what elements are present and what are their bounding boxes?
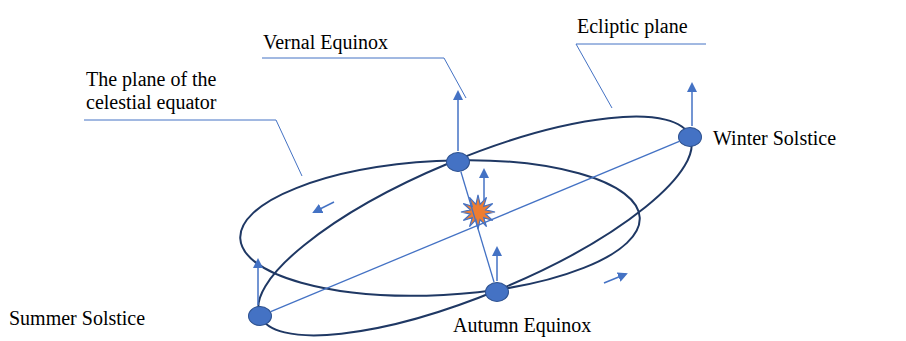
point-label: Winter Solstice (713, 127, 836, 150)
season-point: Winter Solstice (678, 127, 702, 147)
axis-arrow (457, 92, 459, 151)
leader-line (84, 120, 302, 176)
direction-arrow (314, 202, 334, 212)
point-label: Autumn Equinox (453, 314, 591, 337)
ecliptic-ellipse (234, 74, 716, 341)
direction-arrow (604, 274, 626, 283)
leader-line (262, 58, 466, 98)
season-point: Autumn Equinox (485, 282, 509, 302)
axis-arrow (483, 170, 485, 200)
axis-line (461, 172, 494, 283)
point-label: Summer Solstice (9, 307, 145, 330)
plane-label: Ecliptic plane (577, 15, 688, 38)
point-label: Vernal Equinox (263, 31, 388, 54)
axis-arrow (496, 248, 498, 281)
axis-arrow (691, 84, 693, 126)
axis-arrow (257, 260, 259, 305)
season-point: Summer Solstice (248, 306, 272, 326)
season-point: Vernal Equinox (446, 152, 470, 172)
leader-line (576, 44, 706, 108)
sun-symbol (461, 195, 495, 229)
equator-ellipse (237, 151, 643, 306)
axis-line (271, 141, 680, 311)
plane-label: The plane of the celestial equator (86, 68, 276, 114)
